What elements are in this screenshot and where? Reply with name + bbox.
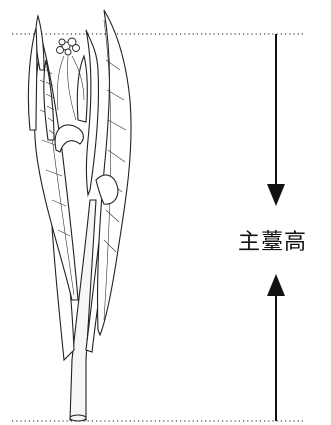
up-arrow-head: [267, 274, 285, 296]
stem-cut-end: [70, 415, 86, 421]
upper-side-leaf: [86, 30, 99, 195]
rapeseed-stalk-illustration: [28, 10, 131, 421]
pod-curve: [55, 125, 83, 152]
left-upper-thin-leaf: [28, 28, 36, 130]
down-arrow-head: [267, 184, 285, 206]
pod-right: [77, 56, 87, 122]
main-stalk-height-label: 主薹高: [238, 228, 318, 258]
lower-leaf-lobe: [96, 175, 118, 204]
large-right-leaf: [97, 10, 131, 335]
